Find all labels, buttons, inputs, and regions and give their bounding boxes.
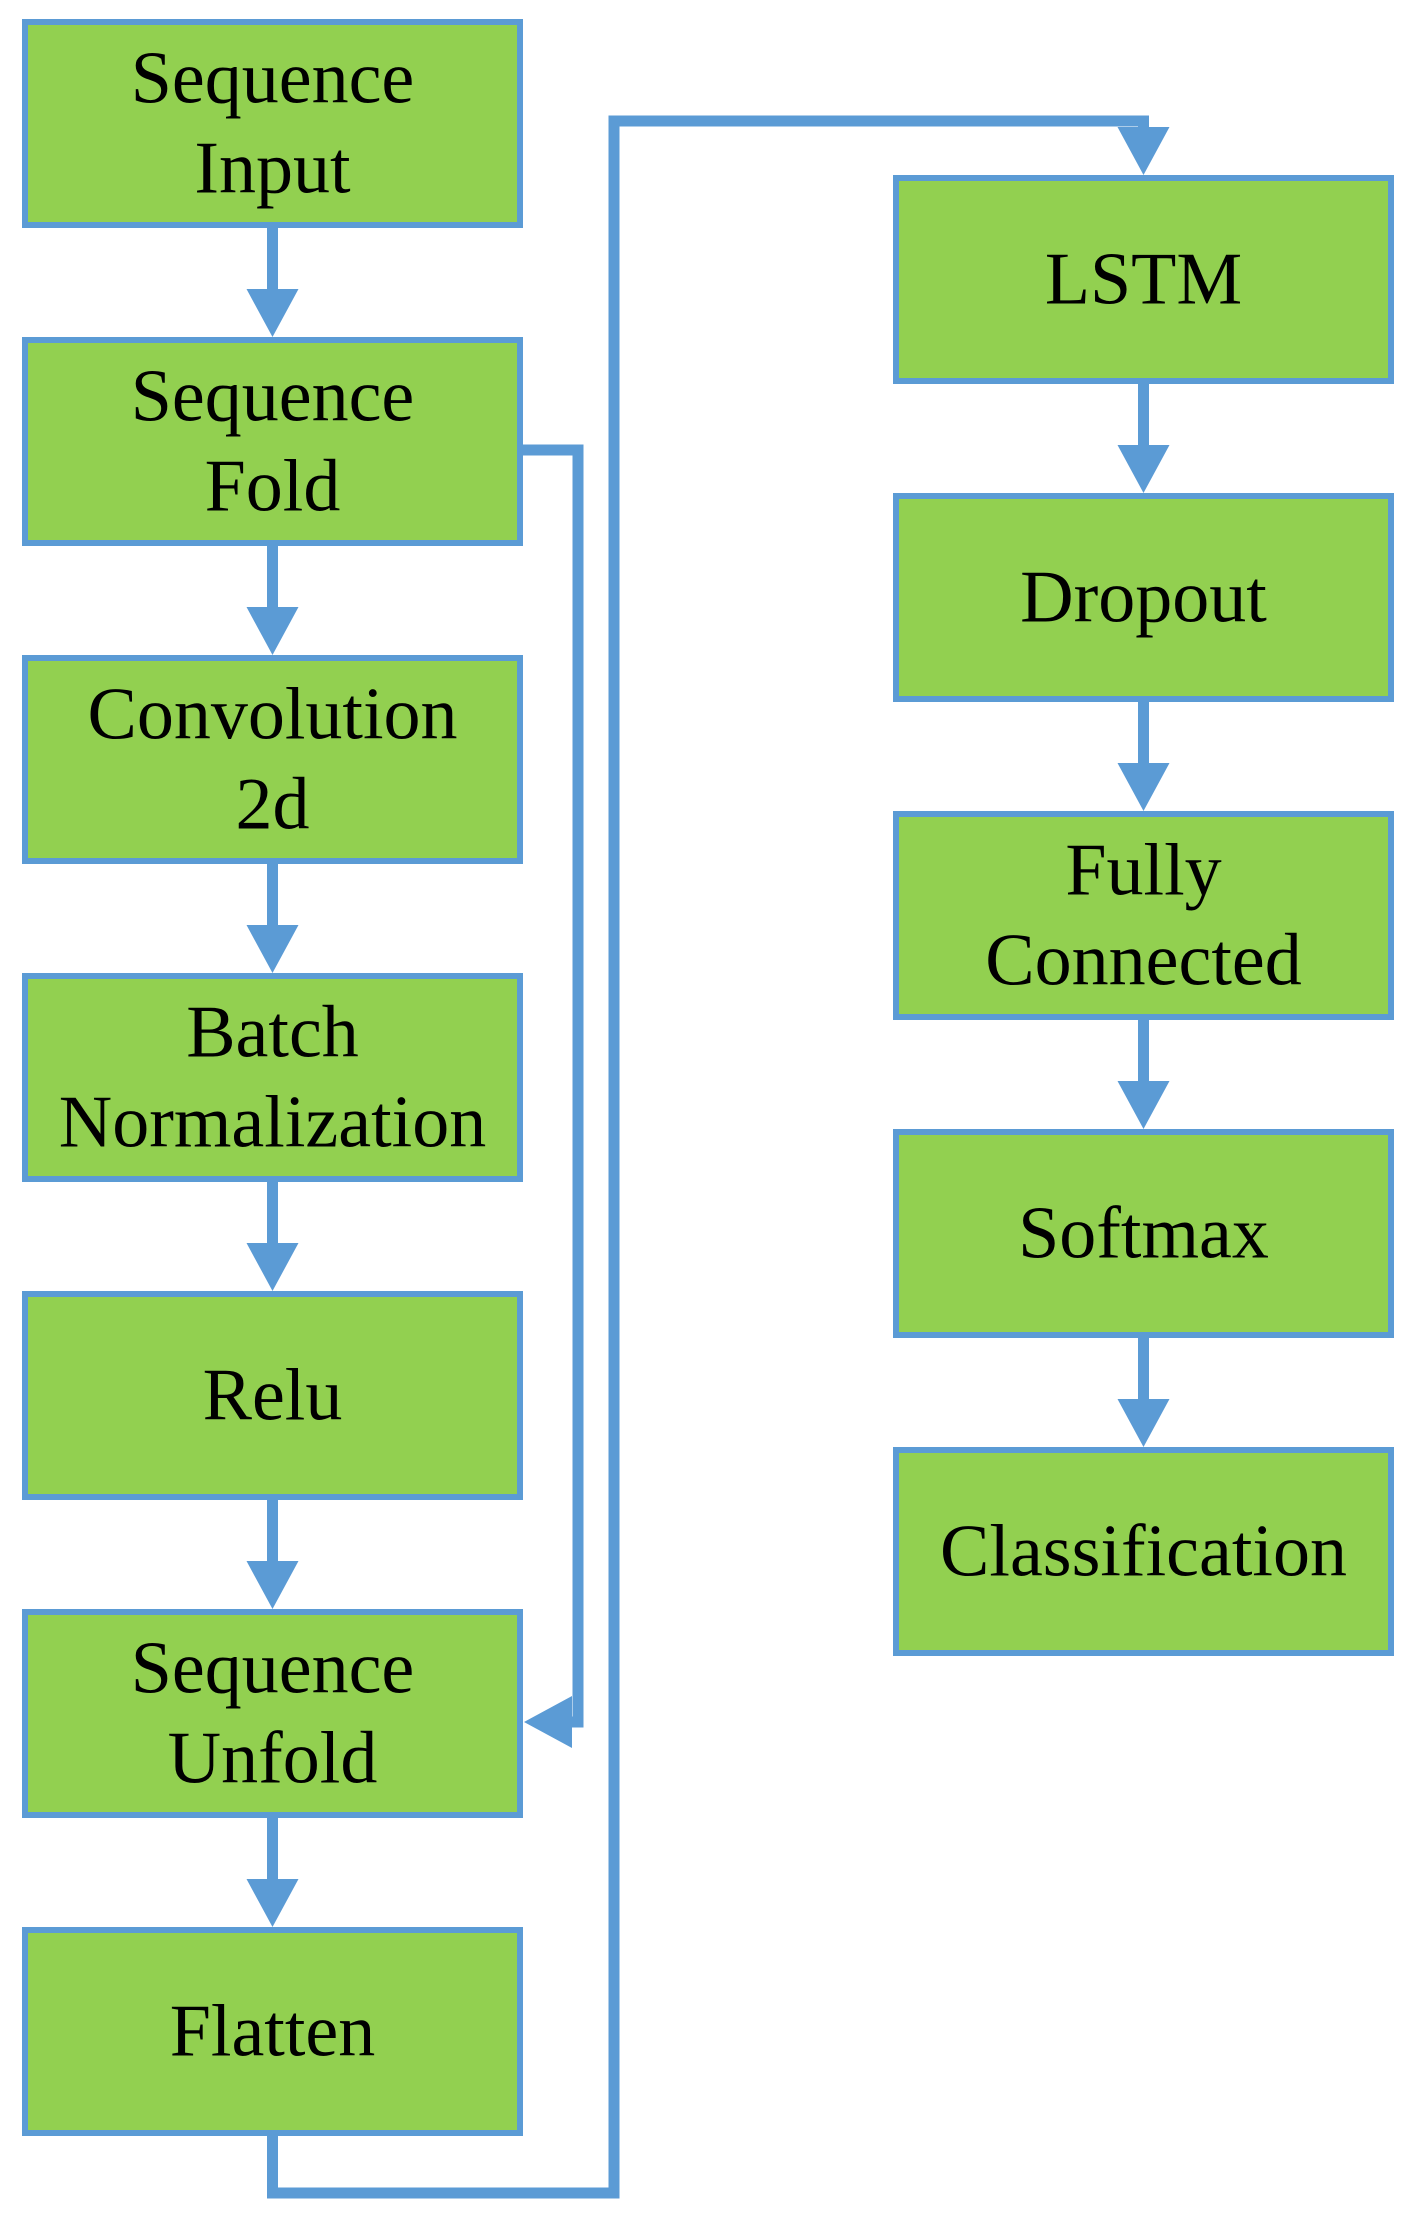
classification-label-line-1: Classification: [940, 1511, 1347, 1593]
batch-normalization-label-line-2: Normalization: [59, 1082, 486, 1164]
arrow-head-down: [1117, 127, 1170, 175]
flatten-box: Flatten: [22, 1927, 523, 2136]
lstm-box: LSTM: [893, 175, 1394, 384]
flatten-label-line-1: Flatten: [170, 1991, 376, 2073]
bypass-connector: [523, 444, 584, 1728]
fully-connected-label-line-2: Connected: [985, 920, 1301, 1002]
softmax-box: Softmax: [893, 1129, 1394, 1338]
arrow-sequence-fold-to-convolution-2d: [246, 546, 299, 655]
arrow-head-down: [246, 289, 299, 337]
arrow-lstm-to-dropout: [1117, 384, 1170, 493]
sequence-input-label-line-1: Sequence: [131, 38, 415, 120]
arrow-convolution-2d-to-batch-normalization: [246, 864, 299, 973]
arrow-sequence-unfold-to-flatten: [246, 1818, 299, 1927]
lstm-box-rect: [893, 175, 1394, 384]
batch-normalization-label-line-1: Batch: [186, 992, 359, 1074]
batch-normalization-box-rect: [22, 973, 523, 1182]
arrow-fully-connected-to-softmax: [1117, 1020, 1170, 1129]
arrow-head-down: [1117, 445, 1170, 493]
arrow-head-down: [1117, 1081, 1170, 1129]
boxes: SequenceInputSequenceFoldConvolution2dBa…: [22, 19, 1394, 2136]
classification-box-rect: [893, 1447, 1394, 1656]
convolution-2d-label-line-2: 2d: [236, 764, 310, 846]
relu-box: Relu: [22, 1291, 523, 1500]
arrow-relu-to-sequence-unfold: [246, 1500, 299, 1609]
sequence-unfold-label-line-1: Sequence: [131, 1628, 415, 1710]
sequence-fold-label-line-2: Fold: [205, 446, 341, 528]
arrow-batch-normalization-to-relu: [246, 1182, 299, 1291]
column-jump-connector: [267, 115, 1149, 2199]
sequence-fold-box-rect: [22, 337, 523, 546]
arrow-head-down: [246, 607, 299, 655]
relu-label-line-1: Relu: [203, 1355, 343, 1437]
flatten-box-rect: [22, 1927, 523, 2136]
arrow-sequence-fold-to-sequence-unfold: [523, 444, 584, 1748]
sequence-unfold-label-line-2: Unfold: [168, 1718, 378, 1800]
dropout-label-line-1: Dropout: [1020, 557, 1267, 639]
arrow-sequence-input-to-sequence-fold: [246, 228, 299, 337]
relu-box-rect: [22, 1291, 523, 1500]
arrow-flatten-to-lstm: [267, 115, 1170, 2199]
arrow-head-down: [246, 1879, 299, 1927]
sequence-input-label-line-2: Input: [194, 128, 351, 210]
arrow-head-down: [1117, 1399, 1170, 1447]
connectors: [246, 115, 1170, 2199]
sequence-fold-label-line-1: Sequence: [131, 356, 415, 438]
lstm-label-line-1: LSTM: [1045, 239, 1242, 321]
softmax-label-line-1: Softmax: [1018, 1193, 1269, 1275]
dropout-box-rect: [893, 493, 1394, 702]
fully-connected-label-line-1: Fully: [1065, 830, 1221, 912]
arrow-softmax-to-classification: [1117, 1338, 1170, 1447]
fully-connected-box-rect: [893, 811, 1394, 1020]
arrow-head-down: [246, 1561, 299, 1609]
sequence-input-box-rect: [22, 19, 523, 228]
convolution-2d-label-line-1: Convolution: [87, 674, 457, 756]
arrow-dropout-to-fully-connected: [1117, 702, 1170, 811]
sequence-unfold-box-rect: [22, 1609, 523, 1818]
arrow-head-down: [246, 925, 299, 973]
softmax-box-rect: [893, 1129, 1394, 1338]
dropout-box: Dropout: [893, 493, 1394, 702]
arrow-head-down: [246, 1243, 299, 1291]
convolution-2d-box-rect: [22, 655, 523, 864]
classification-box: Classification: [893, 1447, 1394, 1656]
arrow-head-left: [524, 1696, 572, 1748]
arrow-head-down: [1117, 763, 1170, 811]
